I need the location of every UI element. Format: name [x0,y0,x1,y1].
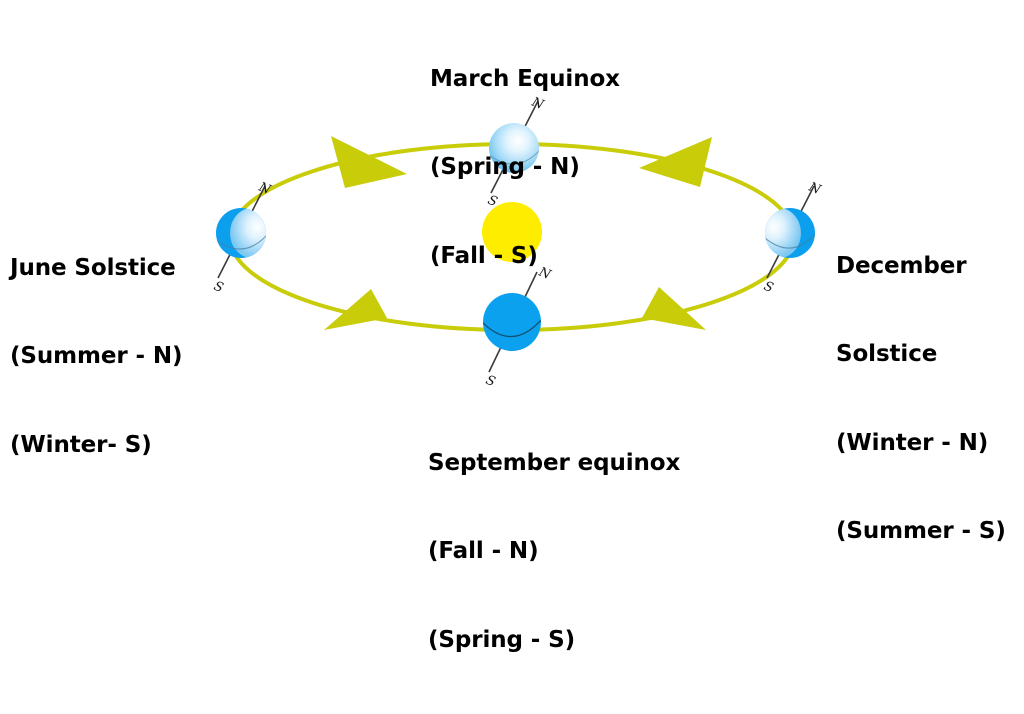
earth-axis-label-north-december: N [806,179,824,198]
earth-june-solstice: N S [212,179,274,296]
label-december-solstice-line2: Solstice [836,341,938,368]
label-december-solstice: December Solstice (Winter - N) (Summer -… [836,193,1006,605]
orbit-arrow-bottom-right [642,287,706,330]
earth-axis-label-south-june: S [212,279,226,296]
label-september-equinox-line2: (Fall - N) [428,538,539,565]
earth-axis-label-north-september: N [536,264,554,283]
sun [482,202,542,262]
label-september-equinox: September equinox (Fall - N) (Spring - S… [428,390,680,714]
earth-axis-label-north-march: N [529,94,547,113]
earth-axis-label-north-june: N [256,179,274,198]
label-december-solstice-line1: December [836,252,967,279]
label-december-solstice-line3: (Winter - N) [836,429,989,456]
earth-march-equinox: N S [486,94,547,210]
orbit-arrow-top-left [331,136,407,188]
orbit-scene: N S N S N S [212,94,824,390]
label-june-solstice: June Solstice (Summer - N) (Winter- S) [10,195,183,519]
diagram-canvas: N S N S N S [10,6,1006,653]
label-june-solstice-line1: June Solstice [10,254,176,281]
label-march-equinox: March Equinox (Spring - N) (Fall - S) [430,6,620,330]
earth-axis-label-south-september: S [484,373,498,390]
label-december-solstice-line4: (Summer - S) [836,517,1006,544]
label-march-equinox-line2: (Spring - N) [430,154,580,181]
label-september-equinox-line3: (Spring - S) [428,626,576,653]
label-march-equinox-line3: (Fall - S) [430,242,538,269]
label-september-equinox-line1: September equinox [428,449,681,476]
label-june-solstice-line2: (Summer - N) [10,343,183,370]
orbit-arrow-bottom-left [324,289,387,330]
label-june-solstice-line3: (Winter- S) [10,431,152,458]
orbit-arrow-top-right [639,137,712,187]
label-march-equinox-line1: March Equinox [430,65,620,92]
